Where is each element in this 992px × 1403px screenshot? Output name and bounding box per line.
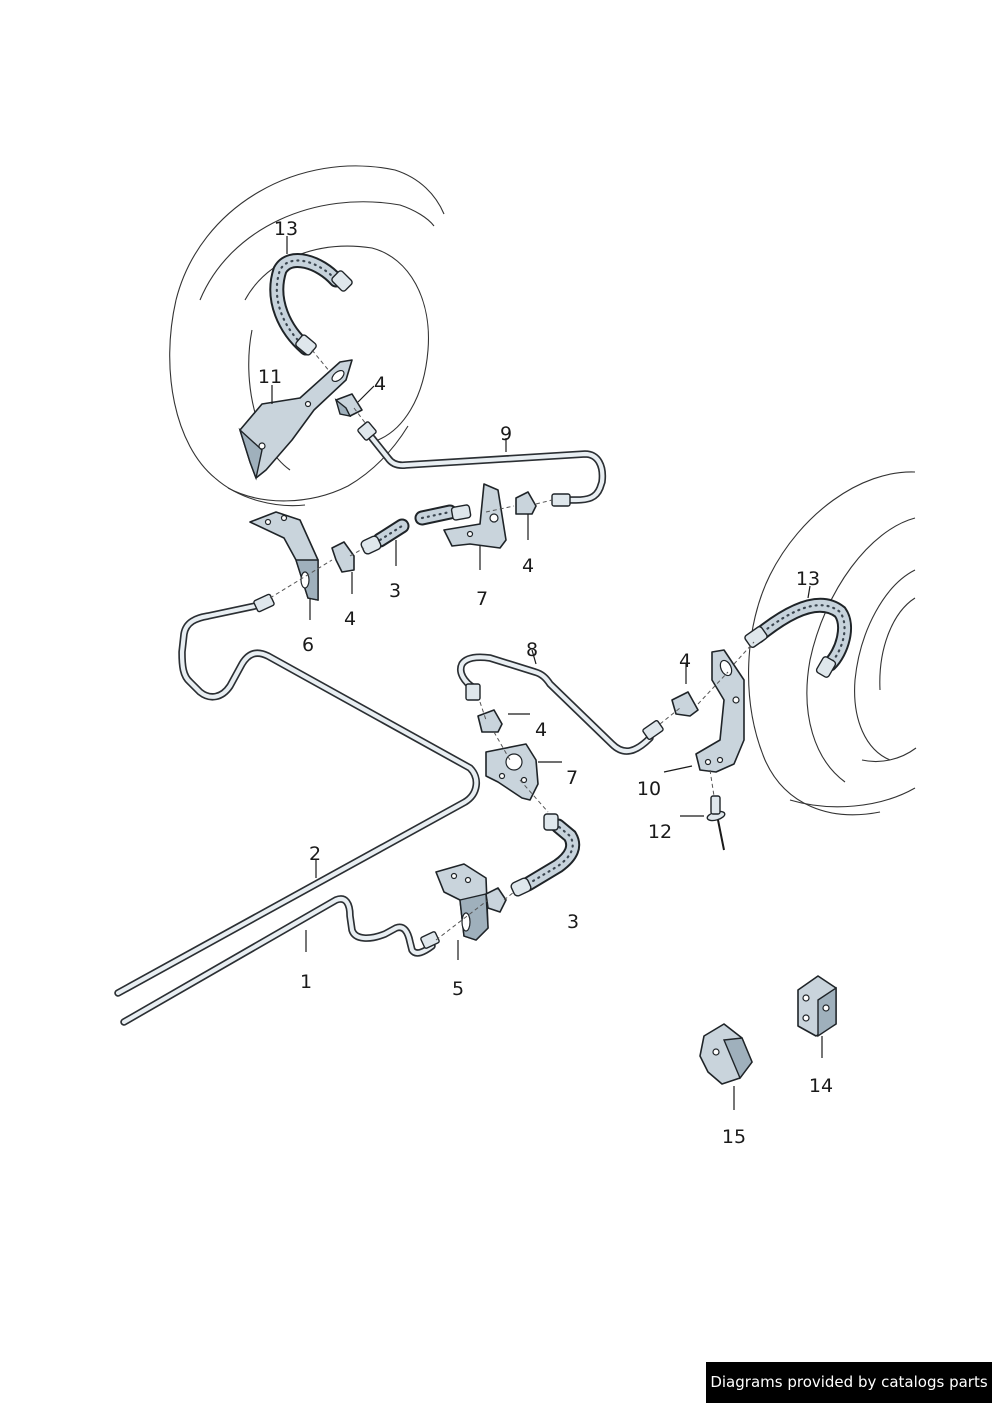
label-14: 14 <box>809 1075 833 1097</box>
attribution-banner: Diagrams provided by catalogs parts <box>706 1362 992 1403</box>
brake-hose-13-left <box>269 253 353 356</box>
callout-labels: 13 11 4 9 4 3 7 4 6 8 4 4 7 10 12 13 2 3… <box>258 218 833 1148</box>
leader-lines <box>271 236 823 1110</box>
rivet-12 <box>706 795 726 851</box>
label-13-right: 13 <box>796 568 820 590</box>
brake-pipe-2 <box>114 602 480 997</box>
bracket-11 <box>238 359 353 481</box>
label-4-d: 4 <box>679 650 691 672</box>
clip-4-b <box>331 541 355 573</box>
label-3-upper: 3 <box>389 580 401 602</box>
label-5: 5 <box>452 978 464 1000</box>
clip-4-e <box>671 691 699 717</box>
label-7-lower: 7 <box>566 767 578 789</box>
brake-hose-3-lower <box>510 813 581 897</box>
label-4-b: 4 <box>522 555 534 577</box>
clip-4-c <box>515 491 537 515</box>
bracket-7-upper <box>443 483 507 549</box>
label-3-lower: 3 <box>567 911 579 933</box>
label-4-e: 4 <box>535 719 547 741</box>
brake-pipe-8 <box>457 653 654 755</box>
label-11: 11 <box>258 366 282 388</box>
brake-pipe-1 <box>120 895 436 1026</box>
pipe-fittings <box>253 421 664 949</box>
right-wheel-outline <box>748 471 917 816</box>
bracket-6 <box>249 511 319 601</box>
label-2: 2 <box>309 843 321 865</box>
clip-4-d <box>477 709 503 733</box>
label-10: 10 <box>637 778 661 800</box>
label-9: 9 <box>500 423 512 445</box>
clip-block-14 <box>797 975 837 1038</box>
clip-4-f <box>485 887 507 913</box>
brake-hose-13-right <box>744 597 852 678</box>
label-15: 15 <box>722 1126 746 1148</box>
label-12: 12 <box>648 821 672 843</box>
label-1: 1 <box>300 971 312 993</box>
assembly-lines <box>269 349 755 941</box>
clip-4-a <box>334 393 363 417</box>
brake-pipe-9 <box>368 434 607 504</box>
label-8: 8 <box>526 639 538 661</box>
brake-hose-3-upper <box>360 504 472 555</box>
bracket-10 <box>695 649 745 773</box>
label-13-left: 13 <box>274 218 298 240</box>
label-6: 6 <box>302 634 314 656</box>
clip-15 <box>699 1023 753 1085</box>
bracket-5 <box>435 863 489 941</box>
label-4-a: 4 <box>374 373 386 395</box>
label-7-upper: 7 <box>476 588 488 610</box>
label-4-c: 4 <box>344 608 356 630</box>
